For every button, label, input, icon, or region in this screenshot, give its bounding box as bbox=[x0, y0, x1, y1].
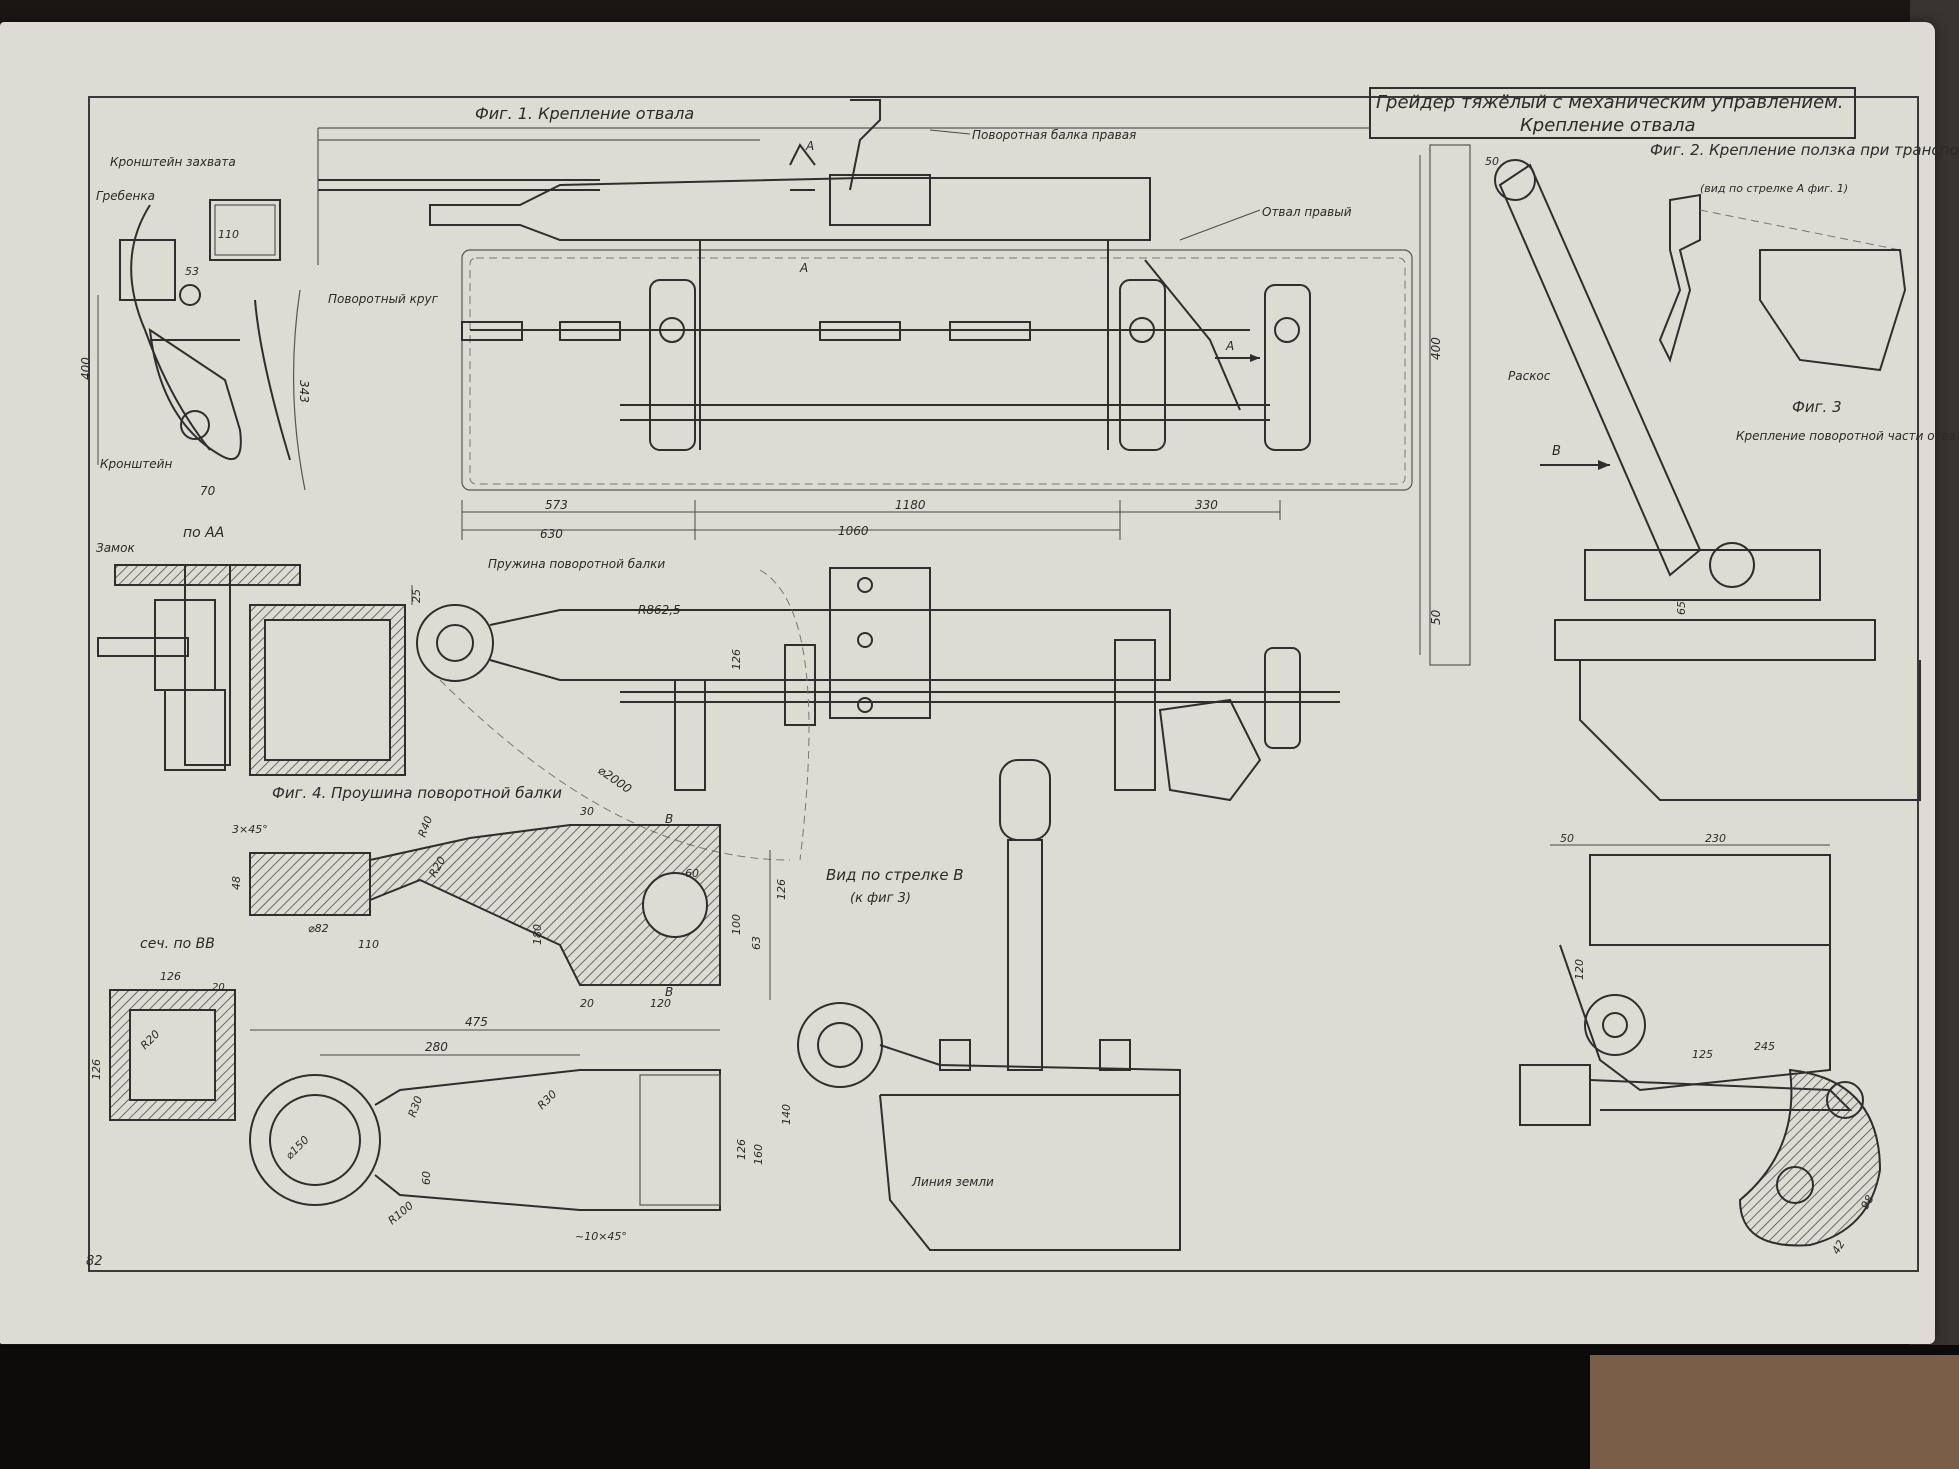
dim-60-eye: 60 bbox=[685, 867, 699, 880]
dim-50-lower: 50 bbox=[1560, 832, 1574, 845]
view-b-title: Вид по стрелке В bbox=[826, 866, 964, 884]
dim-98: 98 bbox=[1858, 1193, 1876, 1212]
dim-48: 48 bbox=[230, 876, 243, 890]
section-aa: по АА Замок 25 bbox=[96, 525, 423, 776]
view-b: Вид по стрелке В (к фиг 3) Линия земли 1… bbox=[780, 759, 1181, 1251]
fig3-lower-detail: 50 230 120 125 245 98 42 bbox=[1519, 832, 1882, 1257]
fig1-main-assembly: Фиг. 1. Крепление отвала Поворотная балк… bbox=[317, 99, 1413, 541]
dim-110: 110 bbox=[218, 228, 239, 241]
dim-70: 70 bbox=[200, 484, 216, 498]
arrow-label-b-fig3: В bbox=[1552, 444, 1561, 459]
dim-3x45: 3×45° bbox=[232, 823, 268, 836]
fig1-bracket-detail: Кронштейн захвата Гребенка 400 343 110 5… bbox=[79, 155, 439, 498]
fig4-eye-bracket: Фиг. 4. Проушина поворотной балки 3×45° … bbox=[230, 784, 788, 1010]
dim-475: 475 bbox=[465, 1015, 488, 1029]
dim-180: 180 bbox=[531, 924, 544, 945]
dim-120: 120 bbox=[650, 997, 671, 1010]
title-block: Грейдер тяжёлый с механическим управлени… bbox=[1369, 87, 1856, 139]
dim-126-plan: 126 bbox=[735, 1139, 748, 1160]
dim-20: 20 bbox=[580, 997, 594, 1010]
dim-r40: R40 bbox=[416, 814, 436, 839]
dim-65: 65 bbox=[1675, 601, 1688, 615]
dim-280: 280 bbox=[425, 1040, 448, 1054]
dim-245: 245 bbox=[1754, 1040, 1775, 1053]
dim-r30-a: R30 bbox=[406, 1094, 426, 1119]
fig2-note: (вид по стрелке А фиг. 1) bbox=[1700, 182, 1848, 195]
fig1-title: Фиг. 1. Крепление отвала bbox=[475, 104, 694, 123]
dim-140: 140 bbox=[780, 1104, 793, 1125]
dim-630: 630 bbox=[540, 527, 563, 541]
dim-573: 573 bbox=[545, 498, 568, 512]
label-raskos: Раскос bbox=[1508, 369, 1551, 383]
view-b-note: (к фиг 3) bbox=[850, 891, 911, 906]
fig4-plan-view: 475 280 ⌀150 R30 R30 60 126 160 R100 ~10… bbox=[249, 1015, 765, 1243]
label-pruzhina: Пружина поворотной балки bbox=[488, 557, 665, 571]
dim-r100: R100 bbox=[386, 1199, 416, 1227]
fig3-caption: Крепление поворотной части отвала bbox=[1736, 429, 1959, 443]
fig3-pivot-attachment: 50 400 50 Раскос Фиг. 3 Крепление поворо… bbox=[1419, 144, 1959, 801]
section-bb: сеч. по ВВ 126 126 R20 20 bbox=[90, 936, 236, 1121]
label-povorotny-krug: Поворотный круг bbox=[328, 292, 439, 306]
dim-50b-fig3: 50 bbox=[1429, 609, 1443, 625]
dim-20-bb: 20 bbox=[212, 982, 225, 993]
fig3-title: Фиг. 3 bbox=[1792, 398, 1842, 416]
dim-160: 160 bbox=[752, 1144, 765, 1165]
dim-330: 330 bbox=[1195, 498, 1218, 512]
arrow-label-a-bottom: А bbox=[799, 261, 808, 275]
section-aa-title: по АА bbox=[183, 525, 224, 541]
dim-125: 125 bbox=[1692, 1048, 1713, 1061]
title-line2: Крепление отвала bbox=[1520, 115, 1696, 136]
label-kronshtein: Кронштейн bbox=[100, 457, 172, 471]
cardboard-box bbox=[1590, 1355, 1959, 1469]
dim-100: 100 bbox=[730, 914, 743, 935]
label-zamok: Замок bbox=[96, 541, 135, 555]
dim-150: ⌀150 bbox=[283, 1133, 312, 1162]
dim-230: 230 bbox=[1705, 832, 1726, 845]
dim-343: 343 bbox=[297, 380, 311, 403]
dim-1060: 1060 bbox=[838, 524, 869, 538]
dim-30: 30 bbox=[580, 805, 594, 818]
arrow-label-b-top: В bbox=[665, 812, 673, 826]
dim-r862: R862,5 bbox=[638, 603, 681, 617]
dim-r30-b: R30 bbox=[535, 1088, 559, 1112]
dim-400: 400 bbox=[79, 357, 93, 380]
dim-120-lower: 120 bbox=[1573, 959, 1586, 980]
dim-126-bb-side: 126 bbox=[90, 1059, 103, 1080]
dim-82: ⌀82 bbox=[308, 922, 329, 935]
label-kronshtein-zakhvata: Кронштейн захвата bbox=[110, 155, 236, 169]
pivot-beam-view: Пружина поворотной балки R862,5 126 ⌀200… bbox=[416, 557, 1340, 861]
arrow-label-a-top: А bbox=[805, 139, 814, 153]
dim-53: 53 bbox=[185, 265, 199, 278]
fig4-title: Фиг. 4. Проушина поворотной балки bbox=[272, 784, 562, 802]
dim-2000: ⌀2000 bbox=[595, 763, 634, 796]
dim-50-fig3: 50 bbox=[1485, 155, 1499, 168]
dim-63: 63 bbox=[750, 936, 763, 950]
dim-10x45: ~10×45° bbox=[575, 1230, 627, 1243]
page-number: 82 bbox=[86, 1254, 103, 1269]
arrow-label-a-right: А bbox=[1225, 339, 1234, 353]
dim-126-eye: 126 bbox=[775, 879, 788, 900]
dim-126-beam: 126 bbox=[730, 649, 743, 670]
fig2-title: Фиг. 2. Крепление ползка при транспортно… bbox=[1650, 141, 1959, 159]
label-grebenka: Гребенка bbox=[96, 189, 155, 203]
dim-1180: 1180 bbox=[895, 498, 926, 512]
fig2-transport-position: Фиг. 2. Крепление ползка при транспортно… bbox=[1650, 141, 1959, 372]
dim-60-plan: 60 bbox=[420, 1171, 433, 1185]
dim-400-fig3: 400 bbox=[1429, 337, 1443, 360]
arrow-label-b-bottom: В bbox=[665, 985, 673, 999]
section-bb-title: сеч. по ВВ bbox=[140, 936, 215, 952]
dim-126-bb: 126 bbox=[160, 970, 181, 983]
label-liniya-zemli: Линия земли bbox=[911, 1175, 994, 1189]
label-otval-pravy: Отвал правый bbox=[1262, 205, 1352, 219]
dim-r20-bb: R20 bbox=[138, 1028, 162, 1052]
drawing-frame bbox=[88, 96, 1919, 1272]
label-povorotnaya-balka: Поворотная балка правая bbox=[972, 128, 1136, 142]
drawing-sheet bbox=[0, 22, 1935, 1344]
dim-42: 42 bbox=[1829, 1238, 1847, 1257]
dim-110-eye: 110 bbox=[358, 938, 379, 951]
dim-25: 25 bbox=[410, 589, 423, 603]
title-line1: Грейдер тяжёлый с механическим управлени… bbox=[1376, 92, 1843, 113]
